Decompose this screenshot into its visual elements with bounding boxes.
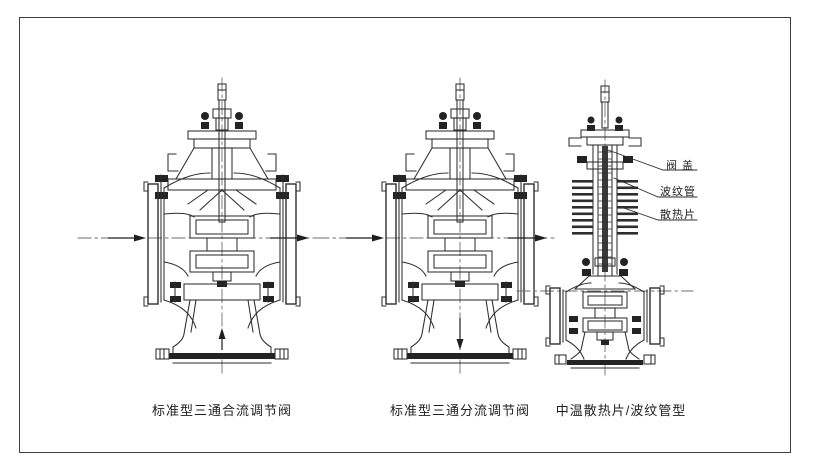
radiator-fins: [572, 180, 638, 235]
bellows: [598, 151, 612, 265]
bellows-extension-column: [577, 144, 633, 275]
diagram-frame: 阀 盖 波纹管 散热片 标准型三通合流调节阀 标准型三通分流调节阀 中温散热片/…: [19, 17, 791, 453]
radiator-bellows-valve-drawing: [516, 79, 698, 377]
caption-converging-valve: 标准型三通合流调节阀: [151, 403, 292, 418]
caption-radiator-bellows-valve: 中温散热片/波纹管型: [555, 403, 687, 418]
radiator-bellows-valve-figure: 阀 盖 波纹管 散热片: [455, 76, 755, 386]
valve-stem: [600, 85, 610, 129]
valve-bonnet: [568, 129, 642, 147]
callout-bellows-label: 波纹管: [660, 186, 696, 198]
caption-diverging-valve: 标准型三通分流调节阀: [389, 403, 530, 418]
valve-trim: [569, 291, 641, 345]
callout-fins-label: 散热片: [660, 209, 696, 221]
callout-bonnet-label: 阀 盖: [665, 160, 695, 172]
flow-arrows-diverging: [346, 234, 547, 350]
bottom-skirt: [554, 331, 656, 369]
packing-gland: [587, 116, 623, 131]
callout-leader-lines: [607, 149, 698, 221]
converging-valve-figure: [72, 76, 372, 386]
diverging-valve-figure: [310, 76, 610, 386]
flow-arrows-converging: [108, 234, 309, 350]
diverging-valve-drawing: [315, 77, 555, 377]
converging-valve-drawing: [77, 77, 317, 377]
valve-body: [545, 282, 665, 360]
